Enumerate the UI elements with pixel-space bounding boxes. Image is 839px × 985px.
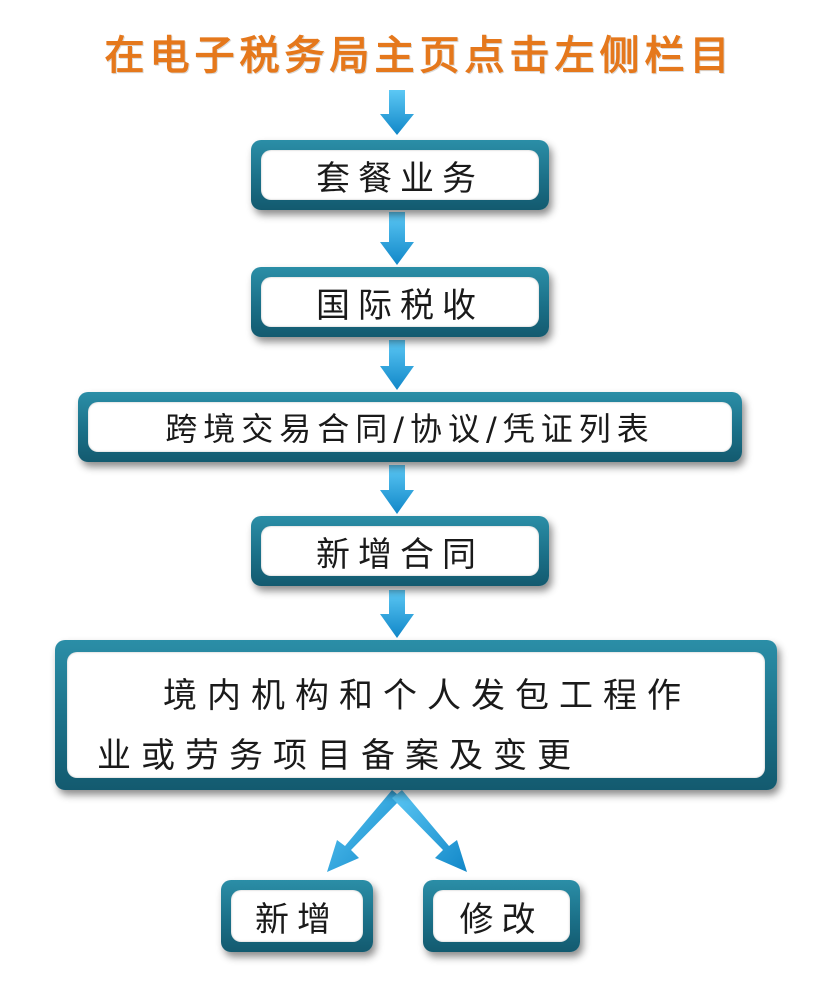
arrow-detail-to-modify bbox=[392, 790, 467, 872]
arrow-step2-to-step3 bbox=[380, 340, 414, 390]
step-contract-list-label: 跨境交易合同/协议/凭证列表 bbox=[88, 402, 732, 452]
step-international-tax-label: 国际税收 bbox=[261, 277, 539, 327]
diagram-title: 在电子税务局主页点击左侧栏目 bbox=[104, 33, 735, 79]
arrow-step3-to-step4 bbox=[380, 465, 414, 514]
step-contract-list: 跨境交易合同/协议/凭证列表 bbox=[78, 392, 742, 462]
arrow-step4-to-detail bbox=[380, 590, 414, 638]
arrow-detail-to-add bbox=[327, 790, 402, 872]
step-project-filing-line1: 境内机构和个人发包工程作 bbox=[97, 666, 747, 726]
branch-modify-label: 修改 bbox=[433, 890, 570, 942]
branch-add-label: 新增 bbox=[231, 890, 363, 942]
step-add-contract: 新增合同 bbox=[251, 516, 549, 586]
step-package-business: 套餐业务 bbox=[251, 140, 549, 210]
branch-modify: 修改 bbox=[423, 880, 580, 952]
step-add-contract-label: 新增合同 bbox=[261, 526, 539, 576]
step-project-filing: 境内机构和个人发包工程作 业或劳务项目备案及变更 bbox=[55, 640, 777, 790]
step-international-tax: 国际税收 bbox=[251, 267, 549, 337]
arrow-step1-to-step2 bbox=[380, 212, 414, 265]
step-project-filing-text: 境内机构和个人发包工程作 业或劳务项目备案及变更 bbox=[67, 652, 765, 778]
branch-add: 新增 bbox=[221, 880, 373, 952]
step-project-filing-line2: 业或劳务项目备案及变更 bbox=[97, 736, 581, 776]
step-project-filing-line1-text: 境内机构和个人发包工程作 bbox=[163, 676, 691, 716]
step-package-business-label: 套餐业务 bbox=[261, 150, 539, 200]
arrow-title-to-step1 bbox=[380, 90, 414, 135]
